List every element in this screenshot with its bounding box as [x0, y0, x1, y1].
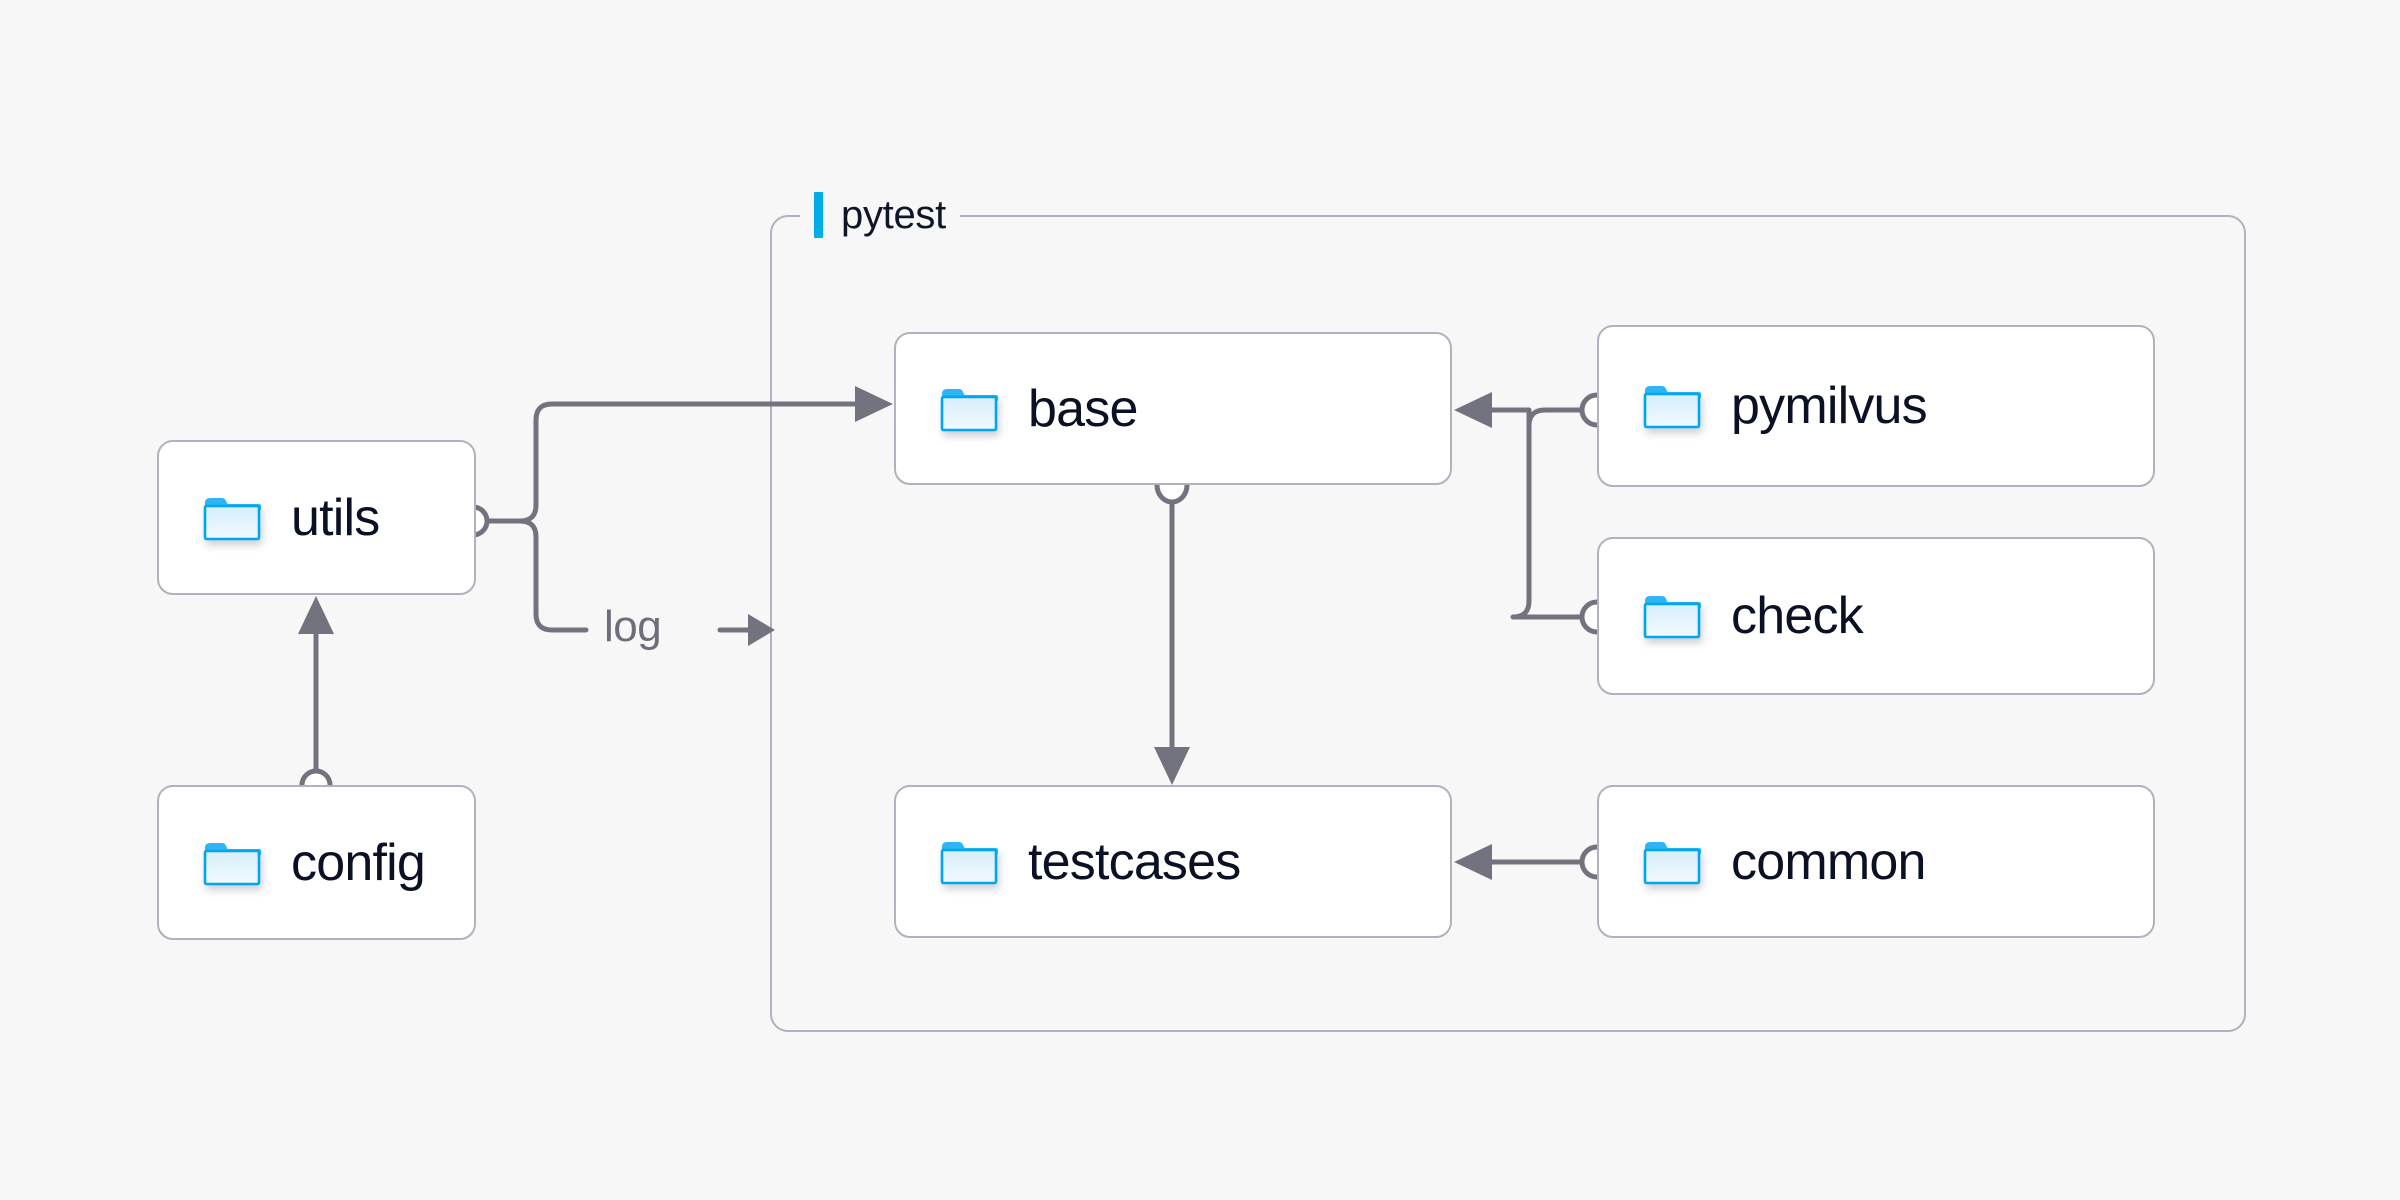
edge-utils-to-log	[486, 518, 589, 633]
node-common-label: common	[1731, 832, 1926, 891]
node-pymilvus[interactable]: pymilvus	[1597, 325, 2155, 487]
node-pymilvus-label: pymilvus	[1731, 377, 1928, 435]
node-check[interactable]: check	[1597, 537, 2155, 695]
node-utils[interactable]: utils	[157, 440, 476, 595]
node-testcases[interactable]: testcases	[894, 785, 1452, 938]
pytest-group-label-text: pytest	[841, 193, 946, 237]
pytest-group-label: pytest	[800, 192, 960, 238]
folder-icon	[940, 388, 998, 431]
node-config[interactable]: config	[157, 785, 476, 940]
folder-icon	[203, 497, 261, 540]
edge-label-log: log	[604, 602, 662, 652]
folder-icon	[1643, 596, 1701, 639]
node-testcases-label: testcases	[1028, 832, 1241, 891]
folder-icon	[940, 841, 998, 884]
node-utils-label: utils	[291, 488, 380, 547]
folder-icon	[1643, 841, 1701, 884]
edge-label-log-text: log	[604, 602, 662, 651]
log-arrow-icon	[717, 614, 775, 646]
folder-icon	[203, 842, 261, 885]
node-common[interactable]: common	[1597, 785, 2155, 938]
node-check-label: check	[1731, 587, 1864, 645]
folder-icon	[1643, 386, 1701, 429]
node-base-label: base	[1028, 379, 1138, 438]
accent-bar-icon	[814, 192, 823, 238]
node-base[interactable]: base	[894, 332, 1452, 485]
node-config-label: config	[291, 833, 426, 892]
edge-config-to-utils	[298, 596, 334, 775]
